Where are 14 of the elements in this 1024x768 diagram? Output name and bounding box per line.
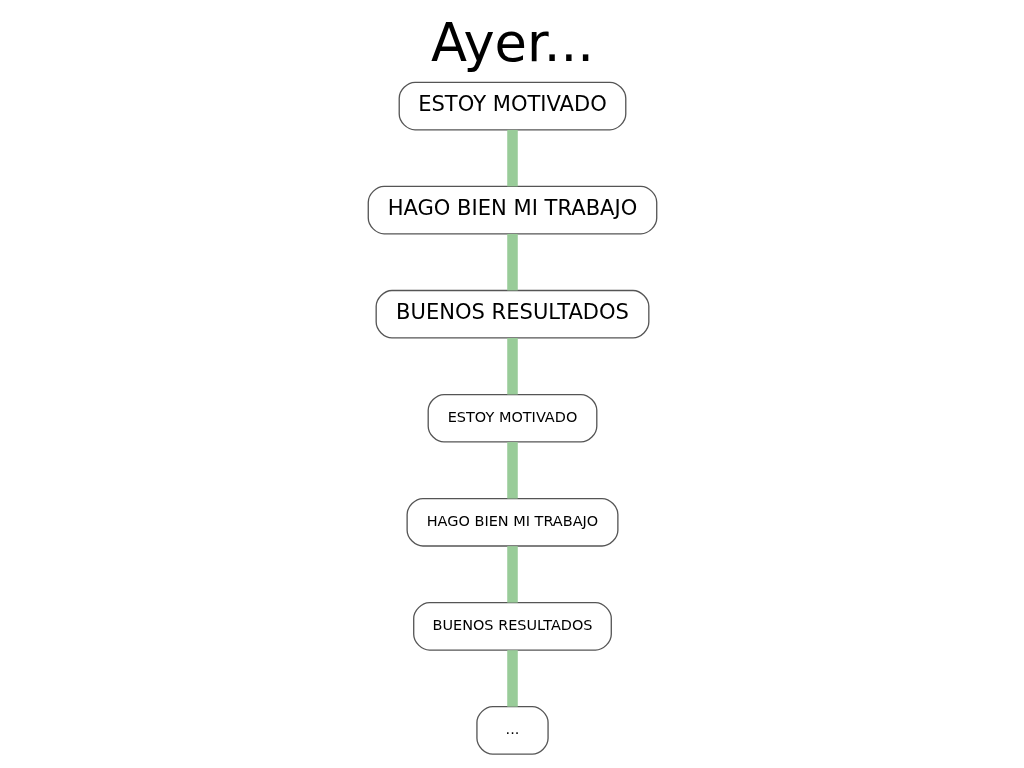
node-box: BUENOS RESULTADOS [375, 289, 649, 339]
node-box: ... [475, 706, 549, 755]
connector [506, 338, 518, 395]
node-box: HAGO BIEN MI TRABAJO [405, 497, 619, 547]
connector [506, 233, 518, 291]
connector [506, 129, 518, 187]
diagram-title: Ayer... [430, 12, 594, 74]
connector [506, 442, 518, 499]
node-box: ESTOY MOTIVADO [398, 81, 626, 131]
node-box: HAGO BIEN MI TRABAJO [367, 185, 657, 235]
connector [506, 546, 518, 603]
connector [506, 650, 518, 707]
node-box: BUENOS RESULTADOS [412, 602, 612, 651]
node-box: ESTOY MOTIVADO [427, 393, 597, 443]
